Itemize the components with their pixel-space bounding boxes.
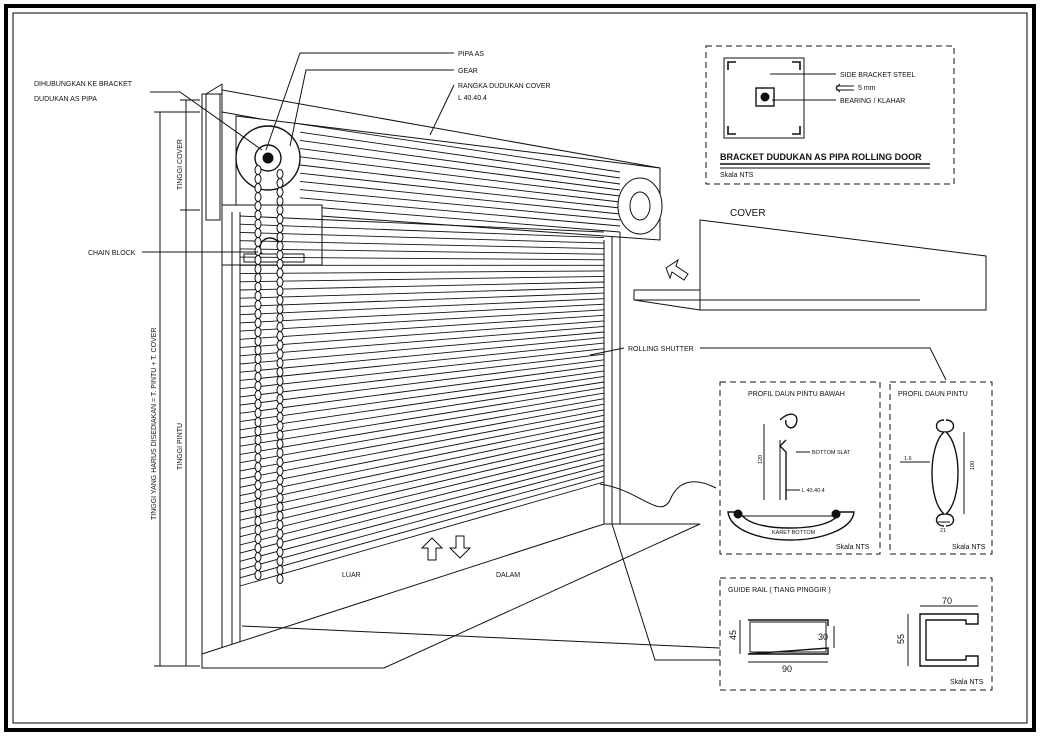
cover-roll-lines [299, 123, 621, 233]
bracket-thickness: 5 mm [858, 85, 876, 92]
bracket-bearing-label: BEARING / KLAHAR [840, 98, 905, 105]
main-door-view [142, 52, 947, 669]
label-tinggi-cover: TINGGI COVER [177, 139, 184, 190]
profile-slat-detail [889, 381, 993, 555]
label-tinggi-pintu: TINGGI PINTU [177, 423, 184, 470]
profile-slat-scale: Skala NTS [952, 544, 986, 551]
label-rangka: RANGKA DUDUKAN COVER [458, 83, 551, 90]
outer-frame [4, 4, 1036, 732]
guide-rail-dim-90: 90 [782, 664, 792, 674]
label-connected-bracket-2: DUDUKAN AS PIPA [34, 96, 97, 103]
guide-rail-scale: Skala NTS [950, 679, 984, 686]
profile-bottom-rubber: KARET BOTTOM [772, 530, 816, 536]
profile-bottom-slat: BOTTOM SLAT [812, 450, 851, 456]
label-chain-block: CHAIN BLOCK [88, 250, 136, 257]
label-gear: GEAR [458, 68, 478, 75]
label-rolling-shutter: ROLLING SHUTTER [628, 346, 694, 353]
label-connected-bracket-1: DIHUBUNGKAN KE BRACKET [34, 81, 133, 88]
bracket-side-label: SIDE BRACKET STEEL [840, 72, 915, 79]
cover-title: COVER [730, 208, 766, 219]
bracket-scale: Skala NTS [720, 172, 754, 179]
label-tinggi-total: TINGGI YANG HARUS DISEDIAKAN = T. PINTU … [151, 328, 158, 520]
cover-detail [633, 219, 987, 311]
guide-rail-dim-70: 70 [942, 596, 952, 606]
profile-bottom-height: 120 [758, 455, 764, 464]
profile-slat-depth: 21 [940, 528, 946, 534]
profile-slat-title: PROFIL DAUN PINTU [898, 391, 968, 398]
profile-slat-height: 100 [970, 461, 976, 470]
guide-rail-title: GUIDE RAIL ( TIANG PINGGIR ) [728, 587, 831, 594]
label-rangka-size: L 40.40.4 [458, 95, 487, 102]
profile-bottom-scale: Skala NTS [836, 544, 870, 551]
label-dalam: DALAM [496, 572, 520, 579]
guide-rail-dim-30: 30 [818, 632, 828, 642]
label-pipa-as: PIPA AS [458, 51, 484, 58]
chain-links [254, 165, 284, 584]
profile-bottom-title: PROFIL DAUN PINTU BAWAH [748, 391, 845, 398]
label-luar: LUAR [342, 572, 361, 579]
profile-bottom-detail [719, 381, 881, 555]
guide-rail-detail [719, 577, 993, 691]
bracket-title: BRACKET DUDUKAN AS PIPA ROLLING DOOR [720, 152, 922, 162]
inner-frame [12, 12, 1028, 724]
shutter-slats [239, 215, 605, 587]
profile-slat-thickness: 1.6 [904, 456, 912, 462]
guide-rail-dim-55: 55 [896, 634, 906, 644]
profile-bottom-angle: L 40.40.4 [802, 488, 825, 494]
bracket-detail [705, 45, 955, 185]
guide-rail-dim-45: 45 [728, 630, 738, 640]
